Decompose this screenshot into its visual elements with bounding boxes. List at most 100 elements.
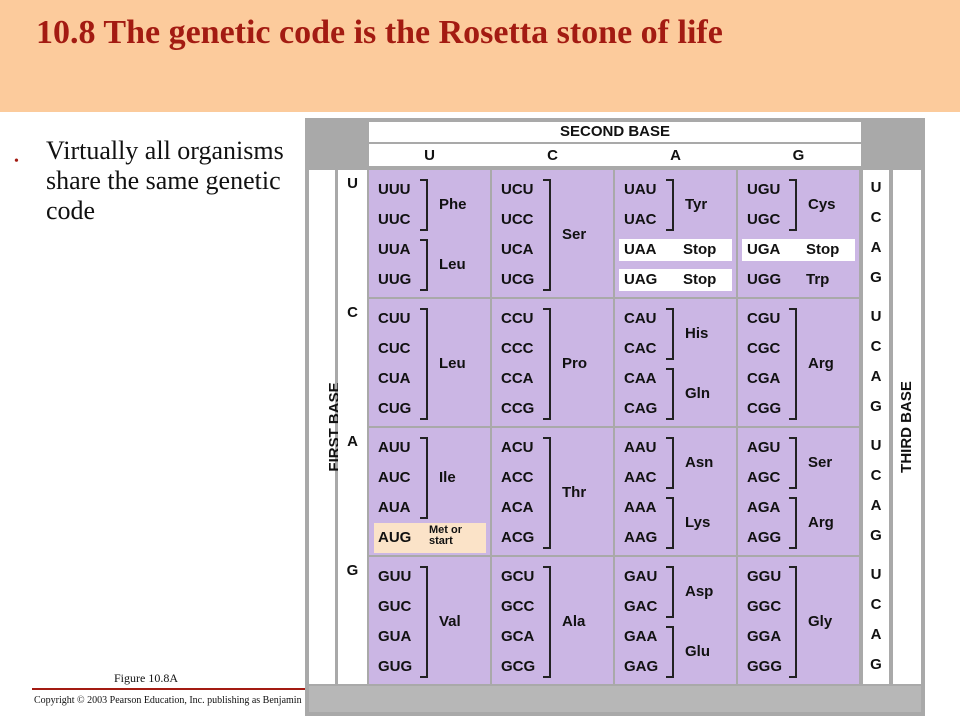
codon-bracket: [543, 308, 551, 420]
codon-block: [492, 428, 613, 555]
amino-acid-label: Asn: [685, 454, 714, 471]
second-base-band: [369, 122, 861, 142]
codon: UCC: [501, 211, 534, 228]
amino-acid-label: Arg: [808, 514, 834, 531]
amino-acid-label: Lys: [685, 514, 711, 531]
codon: UAA: [624, 241, 657, 258]
third-base-letter: C: [870, 338, 882, 355]
codon: GCU: [501, 568, 535, 585]
third-base-letter: A: [870, 626, 882, 643]
codon: CCU: [501, 310, 534, 327]
codon-block: [738, 299, 859, 426]
codon: CUG: [378, 400, 412, 417]
amino-acid-label: Stop: [683, 241, 717, 258]
third-base-letter: A: [870, 368, 882, 385]
codon: GAA: [624, 628, 658, 645]
third-base-letter: A: [870, 239, 882, 256]
codon-bracket: [666, 308, 674, 360]
codon: CGU: [747, 310, 781, 327]
second-base-letter: U: [424, 147, 435, 164]
codon: AUG: [378, 529, 412, 546]
codon-bracket: [789, 437, 797, 489]
codon: CCC: [501, 340, 534, 357]
codon: UAC: [624, 211, 657, 228]
second-base-label: SECOND BASE: [559, 123, 671, 140]
codon: AGU: [747, 439, 781, 456]
stop-codon-band: [619, 239, 732, 261]
amino-acid-label: Ala: [562, 613, 586, 630]
codon: UAG: [624, 271, 658, 288]
codon: ACU: [501, 439, 534, 456]
amino-acid-label: Glu: [685, 643, 710, 660]
amino-acid-label: Tyr: [685, 196, 708, 213]
codon: CAU: [624, 310, 657, 327]
first-base-letter: U: [347, 174, 358, 192]
codon-block: [615, 428, 736, 555]
amino-acid-label: Stop: [806, 241, 840, 258]
codon: AUA: [378, 499, 411, 516]
codon-bracket: [666, 179, 674, 231]
codon: UUC: [378, 211, 411, 228]
codon-bracket: [666, 497, 674, 549]
third-base-letter: G: [870, 398, 882, 415]
third-base-letter: U: [870, 566, 882, 583]
first-base-letter: A: [347, 432, 358, 450]
amino-acid-label: Ile: [439, 469, 456, 486]
codon: GUA: [378, 628, 412, 645]
codon: AGA: [747, 499, 781, 516]
codon: CAG: [624, 400, 658, 417]
codon: ACA: [501, 499, 534, 516]
codon-bracket: [543, 437, 551, 549]
codon-bracket: [789, 566, 797, 678]
codon: GGG: [747, 658, 783, 675]
amino-acid-label: Cys: [808, 196, 836, 213]
codon-block: [738, 428, 859, 555]
codon: UUA: [378, 241, 411, 258]
codon-block: [369, 557, 490, 684]
third-base-letters-band: [863, 170, 889, 684]
codon: GAU: [624, 568, 658, 585]
amino-acid-label: Leu: [439, 355, 466, 372]
bottom-frame: [309, 686, 921, 712]
third-base-letter: U: [870, 308, 882, 325]
third-base-letter: G: [870, 656, 882, 673]
codon-bracket: [543, 179, 551, 291]
codon-bracket: [789, 308, 797, 420]
codon-bracket: [420, 566, 428, 678]
codon: ACG: [501, 529, 535, 546]
codon: GUU: [378, 568, 412, 585]
codon: GAC: [624, 598, 658, 615]
amino-acid-label: Val: [439, 613, 461, 630]
codon-block: [615, 299, 736, 426]
codon: UGU: [747, 181, 781, 198]
first-base-band: [309, 170, 335, 684]
codon: GGU: [747, 568, 782, 585]
codon-bracket: [666, 437, 674, 489]
codon: GUG: [378, 658, 413, 675]
codon: UGA: [747, 241, 781, 258]
codon: UGC: [747, 211, 781, 228]
codon-block: [369, 299, 490, 426]
codon-bracket: [666, 626, 674, 678]
codon-block: [738, 557, 859, 684]
codon: CCA: [501, 370, 534, 387]
first-base-letter: C: [347, 303, 358, 321]
codon-bracket: [420, 308, 428, 420]
codon-bracket: [789, 497, 797, 549]
first-base-letter: G: [346, 561, 359, 579]
codon: ACC: [501, 469, 534, 486]
codon-bracket: [420, 437, 428, 519]
codon: CGG: [747, 400, 782, 417]
bullet-text: Virtually all organisms share the same g…: [46, 136, 284, 225]
codon-bracket: [420, 179, 428, 231]
codon: GGA: [747, 628, 782, 645]
third-base-letter: G: [870, 527, 882, 544]
codon: GUC: [378, 598, 412, 615]
second-base-letters-band: [369, 144, 861, 166]
copyright-text: Copyright © 2003 Pearson Education, Inc.…: [34, 695, 304, 706]
codon: CAA: [624, 370, 657, 387]
third-base-band: [893, 170, 921, 684]
codon-block: [369, 170, 490, 297]
codon-bracket: [666, 566, 674, 618]
